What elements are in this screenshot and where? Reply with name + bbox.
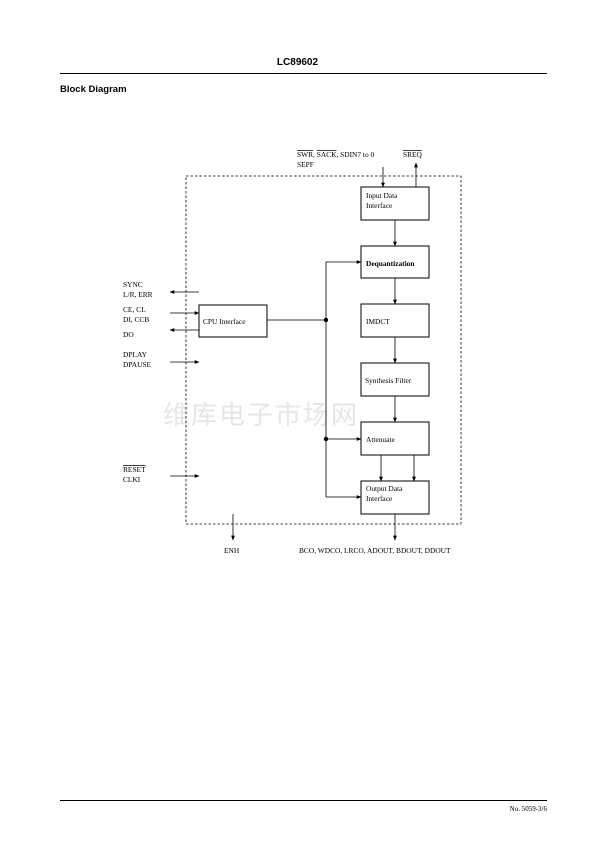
output-data-interface-block [360,480,430,515]
cpu-interface-block [198,304,268,338]
signal-label-enh: ENH [224,546,240,555]
bus-junction-cpu [323,317,329,323]
signal-label-sync: SYNC [123,280,143,289]
signal-label-ce-cl: CE, CL [123,305,146,314]
imdct-label: IMDCT [366,317,390,326]
input-data-interface-label-1: Input Data [366,191,398,200]
attenuate-label: Attenuate [366,435,395,444]
signal-label-sreq: SREQ [403,150,423,159]
signal-label-sepf: SEPF [297,160,314,169]
signal-label-dplay: DPLAY [123,350,148,359]
output-data-interface-label-1: Output Data [366,484,403,493]
signal-label-di-ccb: DI, CCB [123,315,149,324]
signal-label-do: DO [123,330,134,339]
input-data-interface-label-2: Interface [366,201,393,210]
watermark-text: 维库电子市场网 [163,401,359,431]
signal-label-dpause: DPAUSE [123,360,152,369]
signal-label-outputs: BCO, WDCO, LRCO, ADOUT, BDOUT, DDOUT [299,546,451,555]
signal-label-reset: RESET [123,465,146,474]
chip-boundary [185,175,462,525]
section-heading: Block Diagram [60,84,127,95]
dequantization-block [360,245,430,279]
header-rule [60,73,547,74]
output-data-interface-label-2: Interface [366,494,393,503]
signal-label-clki: CLKI [123,475,141,484]
synthesis-filter-label: Synthesis Filter [365,376,412,385]
cpu-interface-label: CPU Interface [203,317,246,326]
footer-rule [60,800,547,801]
document-part-number: LC89602 [276,57,319,68]
dequantization-label: Dequantization [366,259,414,268]
page-reference: No. 5059-3/6 [509,805,547,813]
signal-label-lr-err: L/R, ERR [123,290,153,299]
signal-label-top-inputs: SWR, SACK, SDIN7 to 0 [297,150,375,159]
